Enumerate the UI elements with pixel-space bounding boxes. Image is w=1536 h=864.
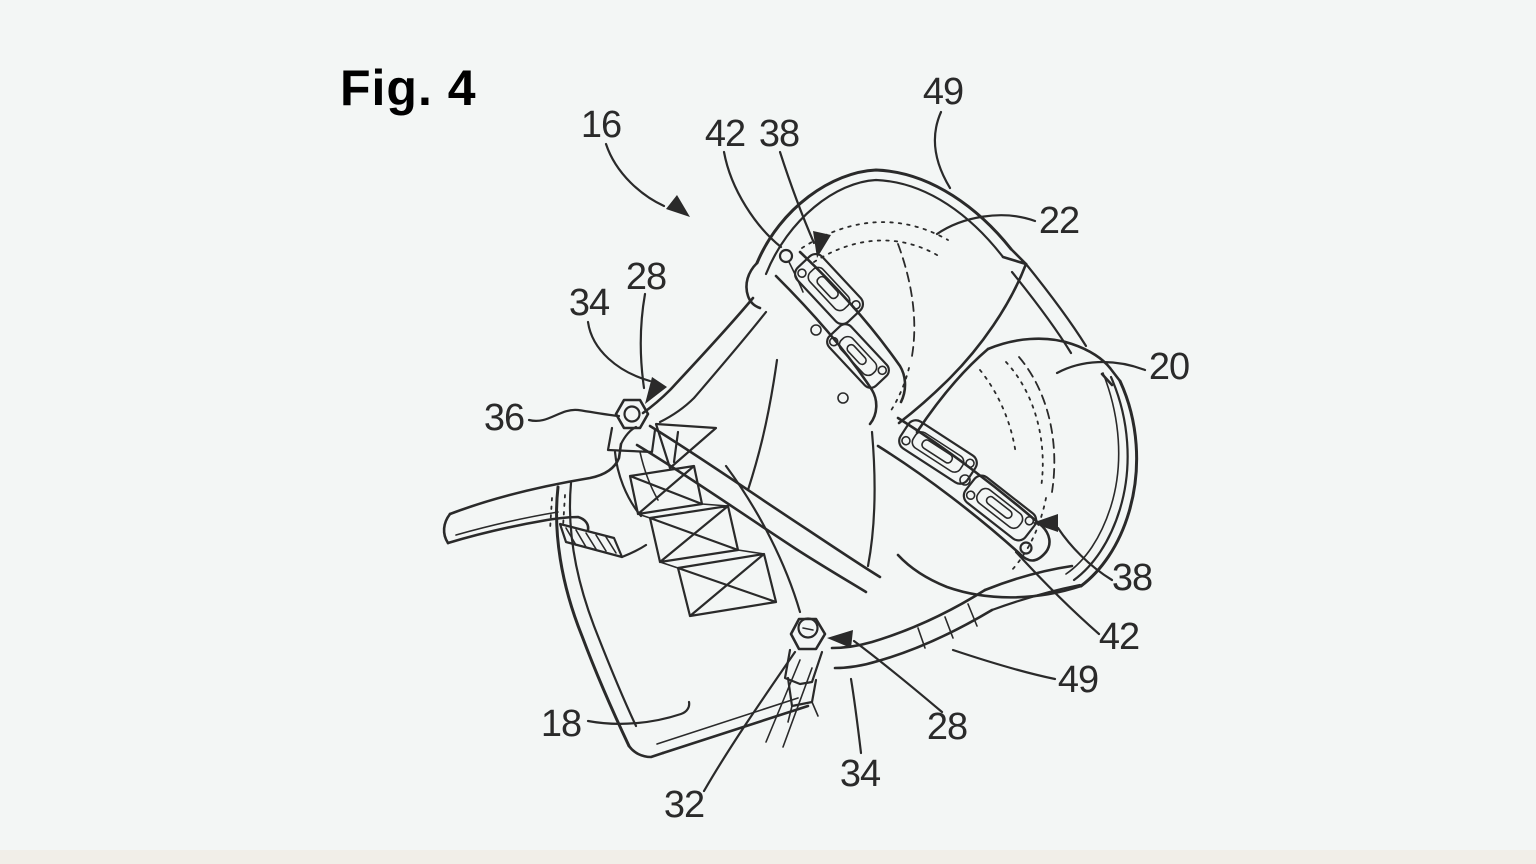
lower-frame-rail — [832, 566, 1080, 668]
leader-ref-42-right — [1016, 552, 1099, 634]
leader-ref-34-top — [588, 322, 650, 381]
ref-34-top: 34 — [569, 282, 610, 324]
ref-36: 36 — [484, 397, 524, 439]
leader-ref-22 — [937, 215, 1035, 234]
arrowhead-ref-28-bottom — [827, 630, 853, 648]
ref-20: 20 — [1149, 346, 1189, 388]
ref-28-bottom: 28 — [927, 706, 967, 748]
upper-shell-22 — [746, 170, 1086, 490]
lower-strap-rail — [878, 417, 1049, 561]
ref-38-top: 38 — [759, 113, 799, 155]
ref-32: 32 — [664, 784, 704, 826]
arrowhead-ref-38-top — [813, 231, 831, 258]
latch-plate-upper-2 — [824, 321, 892, 391]
leader-ref-38-right — [1058, 528, 1112, 580]
ref-49-top: 49 — [923, 71, 963, 113]
leader-ref-18 — [588, 702, 689, 724]
leader-ref-34-bottom — [851, 679, 861, 753]
arrowhead-ref-16 — [666, 195, 690, 217]
figure-title: Fig. 4 — [340, 60, 477, 116]
leader-ref-36 — [529, 410, 619, 421]
leader-ref-16 — [606, 144, 664, 206]
latch-plate-lower-1 — [896, 417, 981, 487]
left-arm — [444, 427, 646, 557]
bottom-shell-18 — [557, 483, 812, 757]
ref-38-right: 38 — [1112, 557, 1152, 599]
arrowhead-ref-34-top — [645, 377, 667, 404]
arrowhead-ref-38-right — [1032, 514, 1058, 532]
ref-42-right: 42 — [1099, 616, 1139, 658]
rear-bolt-34 — [785, 619, 825, 723]
rivet-42-right — [1021, 543, 1032, 554]
rivet-42-top — [780, 250, 792, 262]
leader-ref-32 — [704, 652, 795, 791]
ref-34-bottom: 34 — [840, 753, 881, 795]
leader-ref-28-top — [641, 294, 645, 388]
latch-plate-upper-1 — [791, 250, 866, 327]
ref-42-top: 42 — [705, 113, 745, 155]
ref-28-top: 28 — [626, 256, 666, 298]
ref-49-right: 49 — [1058, 659, 1098, 701]
leader-ref-20 — [1057, 362, 1145, 373]
ref-16: 16 — [581, 104, 621, 146]
front-bolt-36 — [608, 400, 658, 516]
ref-18: 18 — [541, 703, 581, 745]
paper-bottom-band — [0, 850, 1536, 864]
leader-ref-49-top — [935, 112, 950, 188]
upper-strap-rail — [776, 250, 905, 566]
leader-ref-38-top — [780, 152, 814, 243]
leader-ref-28-bottom — [854, 641, 942, 712]
latch-plate-lower-2 — [960, 472, 1040, 544]
cross-brace-panels — [630, 466, 776, 616]
frame-structure — [630, 298, 1080, 668]
hatched-flap — [560, 524, 622, 557]
leader-ref-42-top — [724, 152, 781, 247]
ref-22: 22 — [1039, 200, 1079, 242]
leader-ref-49-right — [953, 650, 1055, 679]
patent-drawing — [444, 170, 1137, 757]
